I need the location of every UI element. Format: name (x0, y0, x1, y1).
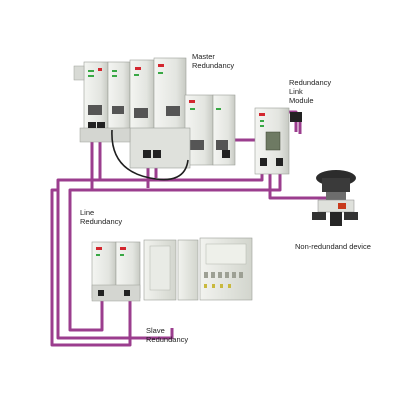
master-redundancy-line-1: Master (192, 52, 215, 61)
master-redundancy-label: Master Redundancy (192, 52, 234, 70)
redundancy-link-module-label: Redundancy Link Module (289, 78, 331, 105)
controller-module-1 (73, 61, 109, 133)
baseplate-1 (129, 127, 191, 169)
line-redundancy-label: Line Redundancy (80, 208, 122, 226)
slave-redundancy-label: Slave Redundancy (146, 326, 188, 344)
slave-redundancy-line-2: Redundancy (146, 335, 189, 344)
line-redundancy-line-2: Redundancy (80, 217, 123, 226)
controller-module-6 (212, 94, 236, 166)
baseplate-2 (79, 127, 131, 143)
controller-module-2 (107, 61, 131, 133)
cable-slave-loop (50, 188, 132, 347)
master-redundancy-line-2: Redundancy (192, 61, 235, 70)
master-controllers (73, 57, 236, 181)
rlm-line-3: Module (289, 96, 314, 105)
non-redundant-device-label: Non-redundand device (295, 242, 371, 251)
rlm-line-1: Redundancy (289, 78, 332, 87)
redundancy-link-module (254, 107, 302, 175)
black-cable (111, 129, 189, 181)
controller-module-4 (153, 57, 187, 133)
cable-rlm-right (68, 172, 282, 332)
non-redundant-device-text: Non-redundand device (295, 242, 371, 251)
line-redundancy-line-1: Line (80, 208, 95, 217)
slave-station (91, 237, 253, 302)
slave-redundancy-line-1: Slave (146, 326, 165, 335)
cable-rlm-left (56, 172, 264, 340)
io-module-2 (177, 239, 199, 301)
valve-actuator-icon (312, 170, 358, 226)
controller-module-3 (129, 59, 155, 133)
rlm-line-2: Link (289, 87, 303, 96)
